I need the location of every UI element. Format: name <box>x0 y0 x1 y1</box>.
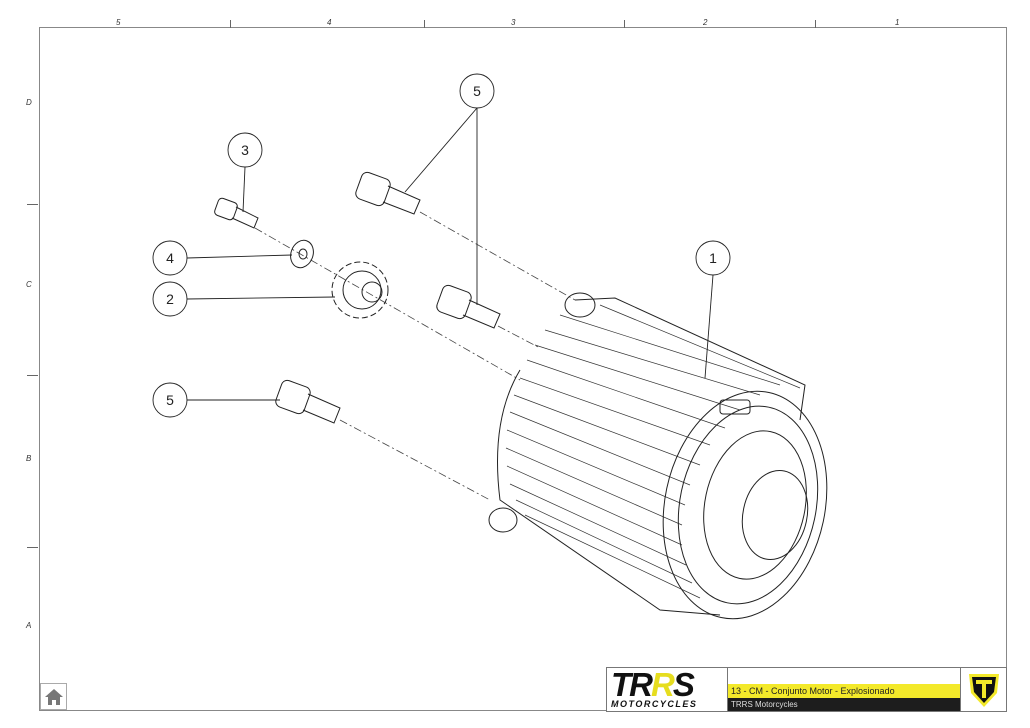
zone-divider <box>624 20 625 28</box>
title-block: TRRS MOTORCYCLES 13 - CM - Conjunto Moto… <box>606 666 1007 712</box>
zone-divider <box>27 547 38 548</box>
company-name: TRRS Motorcycles <box>728 698 960 711</box>
zone-col-4: 4 <box>327 18 332 27</box>
callout-5-bottom <box>152 382 188 418</box>
sprocket-part-2 <box>331 261 389 319</box>
callout-label: 1 <box>709 250 717 266</box>
callout-3 <box>227 132 263 168</box>
callout-4 <box>152 240 188 276</box>
callout-2 <box>152 281 188 317</box>
zone-divider <box>424 20 425 28</box>
callout-5-top <box>459 73 495 109</box>
zone-row-d: D <box>26 98 32 107</box>
zone-col-1: 1 <box>895 18 900 27</box>
callout-1 <box>695 240 731 276</box>
callout-label: 5 <box>473 83 481 99</box>
callout-label: 5 <box>166 392 174 408</box>
logo-text: S <box>672 666 695 703</box>
screw-part-5-mid <box>436 284 501 329</box>
drawing-frame <box>39 27 1007 711</box>
zone-row-b: B <box>26 454 32 463</box>
screw-part-5-bottom <box>275 379 341 424</box>
zone-divider <box>27 375 38 376</box>
trrs-logo: TRRS MOTORCYCLES <box>607 666 728 711</box>
leader-lines <box>186 107 714 401</box>
zone-row-a: A <box>26 621 32 630</box>
drawing-title: 13 - CM - Conjunto Motor - Explosionado <box>728 684 960 698</box>
zone-col-3: 3 <box>511 18 516 27</box>
home-button[interactable] <box>40 683 67 710</box>
assembly-centerlines <box>254 211 576 501</box>
screw-part-5-top <box>355 171 421 215</box>
zone-divider <box>815 20 816 28</box>
logo-text: R <box>651 666 675 703</box>
screw-part-3 <box>214 197 259 229</box>
logo-text: TR <box>611 666 653 703</box>
washer-part-4 <box>290 239 314 269</box>
callout-label: 4 <box>166 250 174 266</box>
zone-col-2: 2 <box>703 18 708 27</box>
motor-part-1 <box>488 292 828 620</box>
callout-label: 3 <box>241 142 249 158</box>
zone-row-c: C <box>26 280 32 289</box>
shield-t-icon <box>969 673 999 707</box>
trrs-emblem <box>960 668 1007 711</box>
zone-divider <box>27 204 38 205</box>
zone-divider <box>230 20 231 28</box>
logo-subtext: MOTORCYCLES <box>611 699 698 709</box>
home-icon <box>44 688 63 705</box>
zone-col-5: 5 <box>116 18 121 27</box>
callout-label: 2 <box>166 291 174 307</box>
